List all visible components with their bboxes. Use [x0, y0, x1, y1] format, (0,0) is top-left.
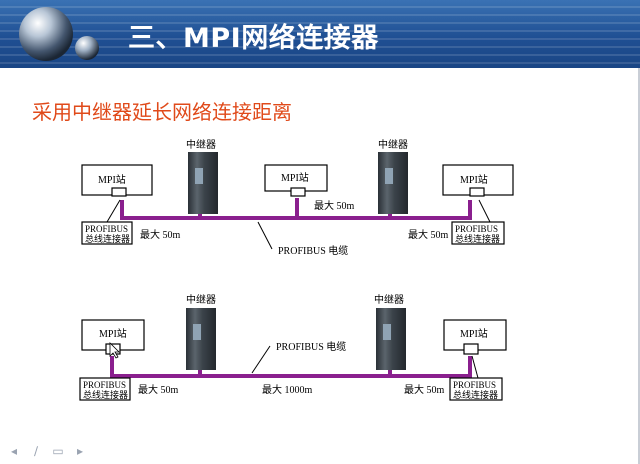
- bottom-cable: [110, 356, 202, 378]
- mpi-station-2-label: MPI站: [281, 171, 309, 184]
- slide-title: 三、MPI网络连接器: [128, 23, 379, 54]
- mpi-station-5-label: MPI站: [460, 327, 488, 340]
- mpi-station-1-label: MPI站: [98, 173, 126, 186]
- slide-header: 三、MPI网络连接器: [0, 0, 640, 68]
- bottom-cable: [390, 356, 472, 378]
- top-diagram: MPI站 MPI站 MPI站 中继器 中继器 PROFIBUS 总线连接器 PR…: [81, 138, 514, 257]
- svg-text:总线连接器: 总线连接器: [455, 233, 500, 244]
- svg-text:最大 1000m: 最大 1000m: [262, 383, 312, 396]
- repeater-4-label: 中继器: [374, 293, 404, 306]
- bus-connector-left-2: [79, 377, 131, 401]
- svg-text:PROFIBUS: PROFIBUS: [83, 380, 126, 390]
- svg-text:最大 50m: 最大 50m: [138, 383, 178, 396]
- svg-text:总线连接器: 总线连接器: [83, 389, 128, 400]
- prev-slide-icon[interactable]: ◂: [10, 444, 18, 458]
- bus-connector-right-2: [449, 377, 503, 401]
- sphere-logo: [19, 7, 99, 61]
- bus-connector-right: [451, 221, 505, 245]
- mpi-station-4-label: MPI站: [99, 327, 127, 340]
- svg-text:最大 50m: 最大 50m: [140, 228, 180, 241]
- bottom-cable: [200, 368, 392, 378]
- svg-text:PROFIBUS: PROFIBUS: [455, 224, 498, 234]
- bottom-diagram: MPI站 MPI站 中继器 中继器 PROFIBUS 总线连接器 PROFIBU…: [79, 293, 507, 401]
- top-cable: [390, 200, 472, 220]
- next-slide-icon[interactable]: ▸: [76, 444, 84, 458]
- repeater-2-label: 中继器: [378, 138, 408, 151]
- menu-icon[interactable]: ▭: [52, 444, 64, 458]
- svg-text:PROFIBUS 电缆: PROFIBUS 电缆: [276, 340, 346, 353]
- mpi-station-2: [264, 164, 328, 192]
- svg-text:总线连接器: 总线连接器: [85, 233, 130, 244]
- pen-icon[interactable]: ∕: [33, 444, 39, 458]
- svg-text:PROFIBUS 电缆: PROFIBUS 电缆: [278, 244, 348, 257]
- svg-text:最大 50m: 最大 50m: [314, 199, 354, 212]
- mouse-cursor-icon: [109, 342, 120, 359]
- repeater-1-label: 中继器: [186, 138, 216, 151]
- repeater-3-label: 中继器: [186, 293, 216, 306]
- mpi-station-3-label: MPI站: [460, 173, 488, 186]
- slideshow-nav: ◂ ∕ ▭ ▸: [8, 444, 86, 458]
- svg-text:最大 50m: 最大 50m: [408, 228, 448, 241]
- slide-edge: [638, 68, 640, 464]
- svg-text:总线连接器: 总线连接器: [453, 389, 498, 400]
- svg-text:最大 50m: 最大 50m: [404, 383, 444, 396]
- slide-subtitle: 采用中继器延长网络连接距离: [32, 100, 292, 124]
- svg-text:PROFIBUS: PROFIBUS: [453, 380, 496, 390]
- svg-text:PROFIBUS: PROFIBUS: [85, 224, 128, 234]
